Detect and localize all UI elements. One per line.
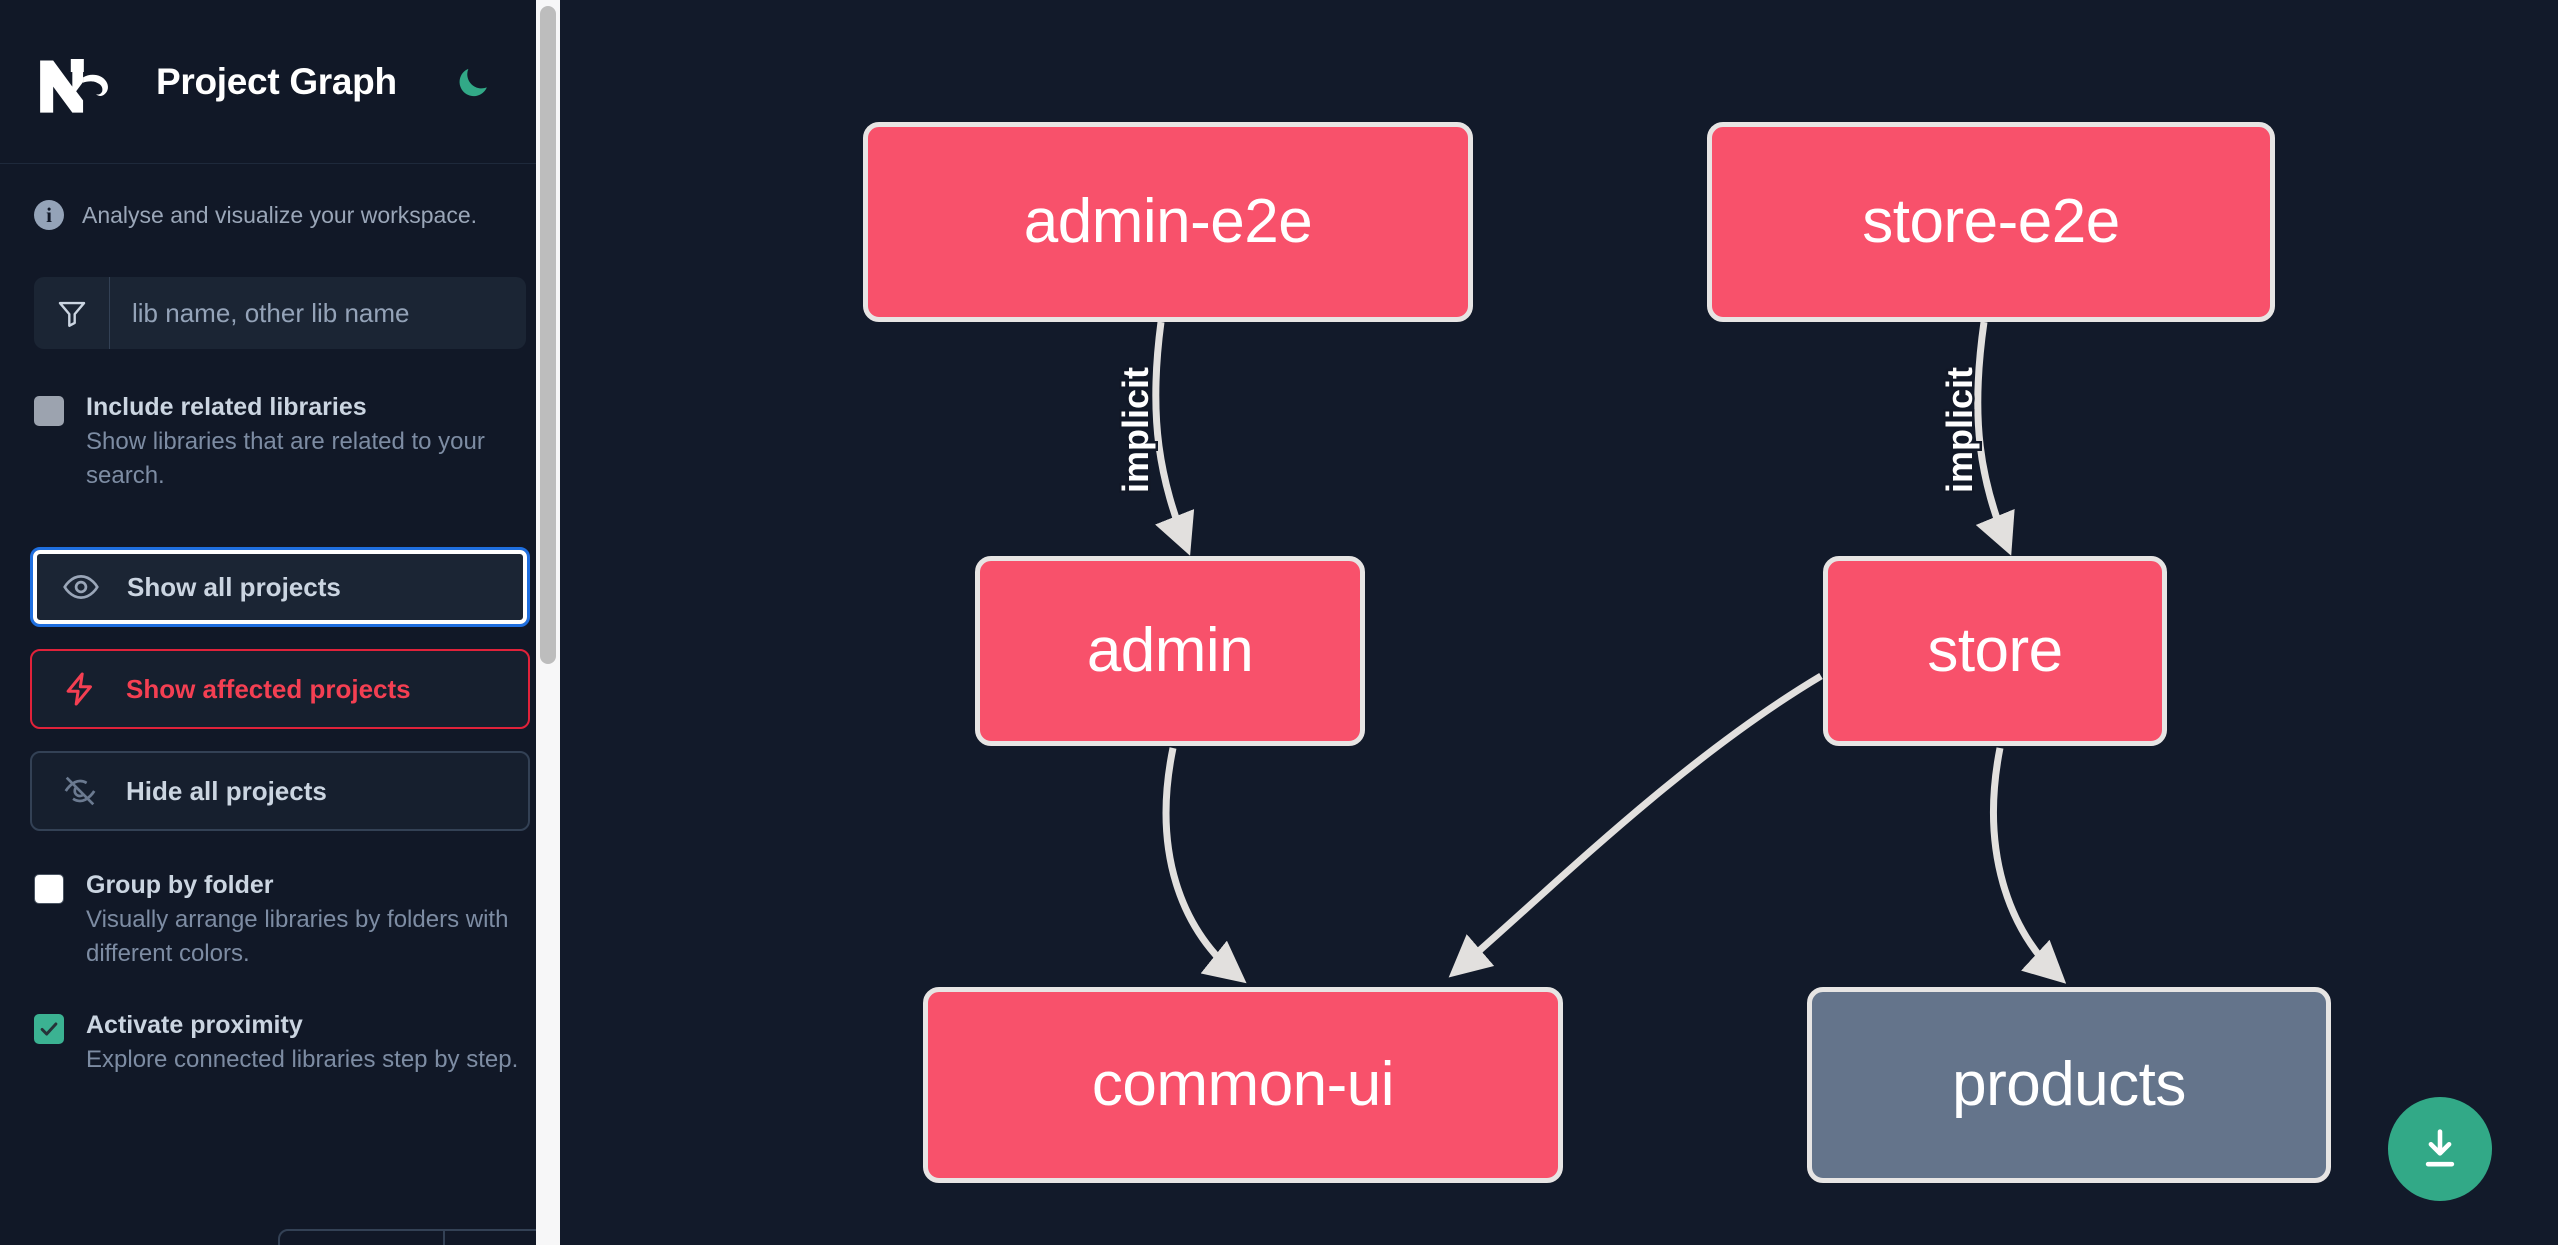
show-affected-projects-label: Show affected projects bbox=[126, 673, 411, 704]
search-input[interactable] bbox=[110, 277, 526, 349]
node-label: store bbox=[1927, 616, 2063, 685]
tagline-text: Analyse and visualize your workspace. bbox=[82, 201, 478, 228]
sidebar-scrollbar-thumb[interactable] bbox=[540, 6, 556, 664]
show-all-projects-button[interactable]: Show all projects bbox=[30, 547, 530, 628]
eye-off-icon bbox=[60, 771, 100, 811]
lightning-icon-glyph bbox=[66, 672, 92, 706]
eye-icon-glyph bbox=[63, 575, 99, 600]
graph-node-store[interactable]: store bbox=[1823, 556, 2167, 746]
edge-admin-to-common-ui bbox=[1162, 747, 1247, 984]
moon-icon-glyph bbox=[459, 68, 487, 96]
activate-proximity-checkbox[interactable] bbox=[34, 1014, 64, 1045]
nx-logo bbox=[40, 58, 108, 113]
graph-edges: implicit implicit bbox=[1113, 321, 2067, 984]
option-group-by-folder[interactable]: Group by folder Visually arrange librari… bbox=[0, 869, 560, 971]
node-label: products bbox=[1952, 1050, 2186, 1119]
option-title: Group by folder bbox=[86, 871, 274, 900]
option-activate-proximity[interactable]: Activate proximity Explore connected lib… bbox=[0, 1009, 560, 1077]
node-label: common-ui bbox=[1091, 1050, 1395, 1119]
node-label: admin bbox=[1086, 616, 1254, 685]
sidebar: Project Graph i Analyse and visualize yo… bbox=[0, 0, 560, 1245]
lightning-icon bbox=[60, 669, 100, 709]
download-button[interactable] bbox=[2388, 1097, 2492, 1201]
option-include-related-libraries[interactable]: Include related libraries Show libraries… bbox=[0, 391, 560, 493]
graph-node-products[interactable]: products bbox=[1807, 987, 2331, 1183]
page-title: Project Graph bbox=[156, 60, 397, 102]
show-all-projects-label: Show all projects bbox=[127, 571, 341, 602]
option-title: Include related libraries bbox=[86, 393, 367, 421]
graph-node-admin[interactable]: admin bbox=[975, 556, 1365, 746]
graph-canvas[interactable]: implicit implicit admin-e2e store-e2e ad… bbox=[560, 0, 2558, 1245]
edge-store-to-common-ui bbox=[1448, 672, 1823, 978]
hide-all-projects-button[interactable]: Hide all projects bbox=[30, 751, 530, 832]
include-related-libraries-checkbox[interactable] bbox=[34, 396, 64, 426]
sidebar-scrollbar[interactable] bbox=[536, 0, 560, 1245]
download-icon bbox=[2425, 1129, 2455, 1167]
check-icon bbox=[40, 1022, 58, 1036]
node-label: admin-e2e bbox=[1023, 187, 1313, 256]
projects-button-group: Show all projects Show affected projects bbox=[0, 547, 560, 832]
search-field[interactable] bbox=[34, 277, 526, 349]
option-title: Activate proximity bbox=[86, 1011, 303, 1040]
hide-all-projects-label: Hide all projects bbox=[126, 775, 327, 806]
filter-icon-glyph bbox=[58, 301, 85, 327]
edge-store-e2e-to-store bbox=[1974, 321, 2015, 556]
eye-icon bbox=[61, 567, 101, 607]
edge-store-to-products bbox=[1990, 747, 2067, 984]
edge-admin-e2e-to-admin bbox=[1152, 321, 1195, 556]
group-by-folder-checkbox[interactable] bbox=[34, 874, 64, 905]
option-description: Show libraries that are related to your … bbox=[86, 428, 485, 490]
show-affected-projects-button[interactable]: Show affected projects bbox=[30, 649, 530, 730]
graph-node-store-e2e[interactable]: store-e2e bbox=[1707, 122, 2275, 322]
moon-icon[interactable] bbox=[451, 60, 495, 104]
segment-option-1[interactable] bbox=[280, 1231, 445, 1245]
option-description: Visually arrange libraries by folders wi… bbox=[86, 906, 509, 968]
sidebar-tagline: i Analyse and visualize your workspace. bbox=[0, 164, 560, 230]
edge-label-implicit-admin: implicit bbox=[1115, 367, 1156, 493]
node-label: store-e2e bbox=[1862, 187, 2120, 256]
eye-off-icon-glyph bbox=[64, 776, 96, 806]
sidebar-header: Project Graph bbox=[0, 0, 560, 164]
filter-icon bbox=[34, 277, 110, 349]
segmented-control[interactable] bbox=[278, 1229, 560, 1245]
info-icon: i bbox=[34, 200, 64, 230]
edge-label-implicit-store: implicit bbox=[1939, 367, 1980, 493]
graph-node-common-ui[interactable]: common-ui bbox=[923, 987, 1563, 1183]
graph-node-admin-e2e[interactable]: admin-e2e bbox=[863, 122, 1473, 322]
option-description: Explore connected libraries step by step… bbox=[86, 1046, 519, 1074]
